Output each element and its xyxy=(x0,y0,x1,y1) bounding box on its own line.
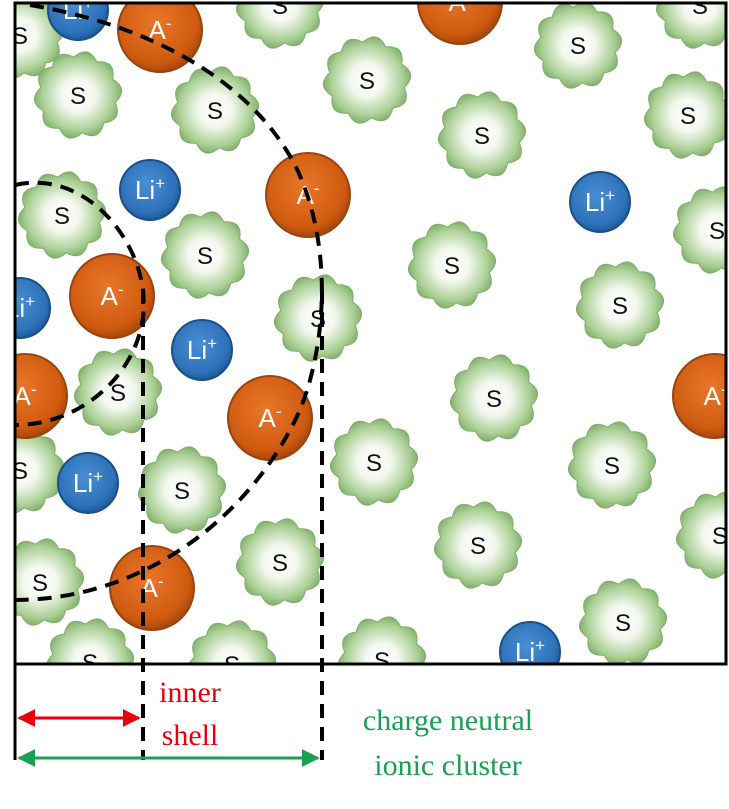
solvent-molecule: S xyxy=(655,0,726,49)
solvent-label: S xyxy=(174,478,190,505)
anion: A- xyxy=(227,375,313,461)
lithium-cation: Li+ xyxy=(119,159,181,221)
solvent-molecule: S xyxy=(338,616,427,675)
solvent-label: S xyxy=(224,652,240,679)
anion: A- xyxy=(109,545,195,631)
solvent-label: S xyxy=(474,123,490,150)
anion-label: A- xyxy=(703,380,726,411)
solvent-molecule: S xyxy=(235,0,324,49)
lithium-cations: Li+Li+Li+Li+Li+Li+Li+ xyxy=(15,3,631,664)
solvent-label: S xyxy=(712,523,728,550)
solvent-label: S xyxy=(604,453,620,480)
solvent-molecule: S xyxy=(672,186,726,274)
solvent-molecule: S xyxy=(46,618,135,677)
inner-shell-label-line2: shell xyxy=(162,719,219,752)
solvent-molecule: S xyxy=(170,66,260,154)
inner-shell-label-line1: inner xyxy=(159,676,221,709)
solvent-label: S xyxy=(12,458,28,485)
solvent-label: S xyxy=(612,293,628,320)
anion: A- xyxy=(117,3,203,73)
anion: A- xyxy=(69,253,155,339)
solvent-molecule: S xyxy=(322,36,412,124)
anions: A-A-A-A-A-A-A-A- xyxy=(15,3,726,631)
solvent-label: S xyxy=(570,33,586,60)
lithium-cation: Li+ xyxy=(57,452,119,514)
solvent-molecule: S xyxy=(17,171,107,259)
solvent-molecule: S xyxy=(12,426,65,514)
solvent-molecule: S xyxy=(578,578,668,664)
solvent-molecule: S xyxy=(575,261,665,349)
solvent-label: S xyxy=(709,218,725,245)
ionic-cluster-boundary xyxy=(14,3,324,602)
anion-label: A- xyxy=(258,402,281,433)
solvent-molecule: S xyxy=(449,354,539,442)
lithium-cation: Li+ xyxy=(171,319,233,381)
anion-label: A- xyxy=(140,572,163,603)
solvent-label: S xyxy=(470,533,486,560)
solvent-molecule: S xyxy=(407,221,497,309)
solvent-molecule: S xyxy=(433,501,523,589)
solvent-molecule: S xyxy=(675,491,728,579)
lithium-cation: Li+ xyxy=(15,277,51,339)
anion: A- xyxy=(417,3,503,45)
cluster-label-line2: ionic cluster xyxy=(374,749,521,782)
simulation-box xyxy=(13,1,728,666)
solvent-label: S xyxy=(692,0,708,20)
shell-boundaries xyxy=(14,3,324,760)
solvent-label: S xyxy=(207,98,223,125)
solvent-label: S xyxy=(32,570,48,597)
solvent-label: S xyxy=(486,386,502,413)
solvent-label: S xyxy=(54,203,70,230)
solvent-label: S xyxy=(359,68,375,95)
solvent-molecule: S xyxy=(567,421,657,509)
solvent-label: S xyxy=(366,450,382,477)
solvent-molecule: S xyxy=(160,211,250,299)
solvent-label: S xyxy=(12,23,28,50)
solvent-molecule: S xyxy=(437,91,527,179)
lithium-cation: Li+ xyxy=(499,621,561,664)
solvent-label: S xyxy=(272,550,288,577)
solvent-molecule: S xyxy=(73,348,163,436)
anion-label: A- xyxy=(100,280,123,311)
anion-label: A- xyxy=(148,14,171,45)
solvent-label: S xyxy=(197,243,213,270)
cluster-label-line1: charge neutral xyxy=(363,704,533,737)
solvent-label: S xyxy=(70,83,86,110)
anion: A- xyxy=(672,353,726,439)
solvent-label: S xyxy=(82,650,98,677)
solvent-label: S xyxy=(444,253,460,280)
solvent-label: S xyxy=(272,0,288,20)
solvent-label: S xyxy=(615,610,631,637)
lithium-cation: Li+ xyxy=(569,171,631,233)
solvent-label: S xyxy=(110,380,126,407)
solvent-molecule: S xyxy=(188,620,277,679)
solvent-label: S xyxy=(374,648,390,675)
solvent-molecule: S xyxy=(329,418,419,506)
solvent-molecule: S xyxy=(235,518,325,606)
solvent-molecule: S xyxy=(33,51,123,139)
solvent-molecule: S xyxy=(533,3,623,89)
solvent-molecule: S xyxy=(15,538,85,626)
solvent-label: S xyxy=(680,103,696,130)
solvent-molecule: S xyxy=(137,446,227,534)
solvent-molecule: S xyxy=(643,71,726,159)
